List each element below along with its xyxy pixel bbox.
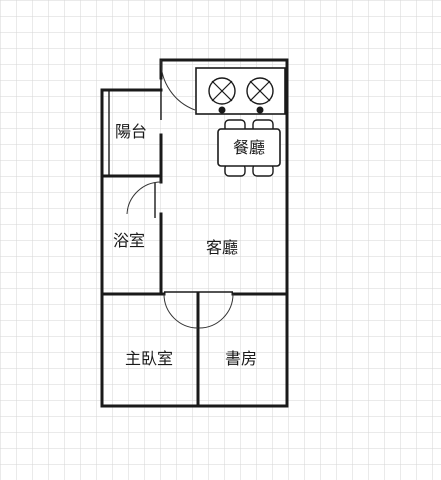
room-label-living: 客廳 bbox=[206, 238, 238, 257]
entry-door-swing bbox=[160, 59, 196, 111]
burner-left-icon bbox=[208, 77, 236, 114]
bathroom-door-swing bbox=[126, 181, 162, 215]
burner-right-icon bbox=[246, 77, 274, 114]
dining-table-icon bbox=[217, 128, 281, 167]
room-label-dining: 餐廳 bbox=[233, 138, 265, 157]
dining-set-icon bbox=[217, 119, 281, 177]
study-door-swing bbox=[198, 293, 234, 329]
bedroom-door-swing bbox=[163, 293, 199, 329]
doors bbox=[126, 59, 234, 329]
room-label-study: 書房 bbox=[225, 349, 257, 368]
stove-icon bbox=[195, 67, 286, 115]
room-label-bathroom: 浴室 bbox=[113, 231, 145, 250]
room-label-balcony: 陽台 bbox=[115, 122, 147, 141]
room-label-master-bedroom: 主臥室 bbox=[125, 349, 173, 368]
